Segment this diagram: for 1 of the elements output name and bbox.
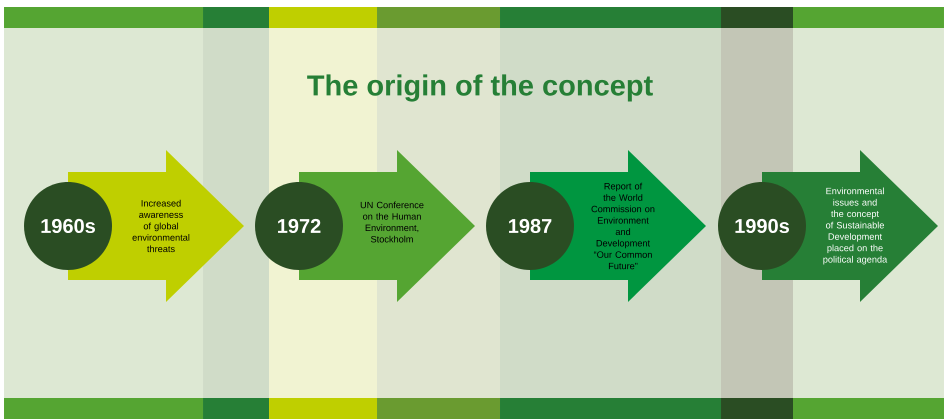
title: The origin of the concept: [307, 74, 653, 102]
